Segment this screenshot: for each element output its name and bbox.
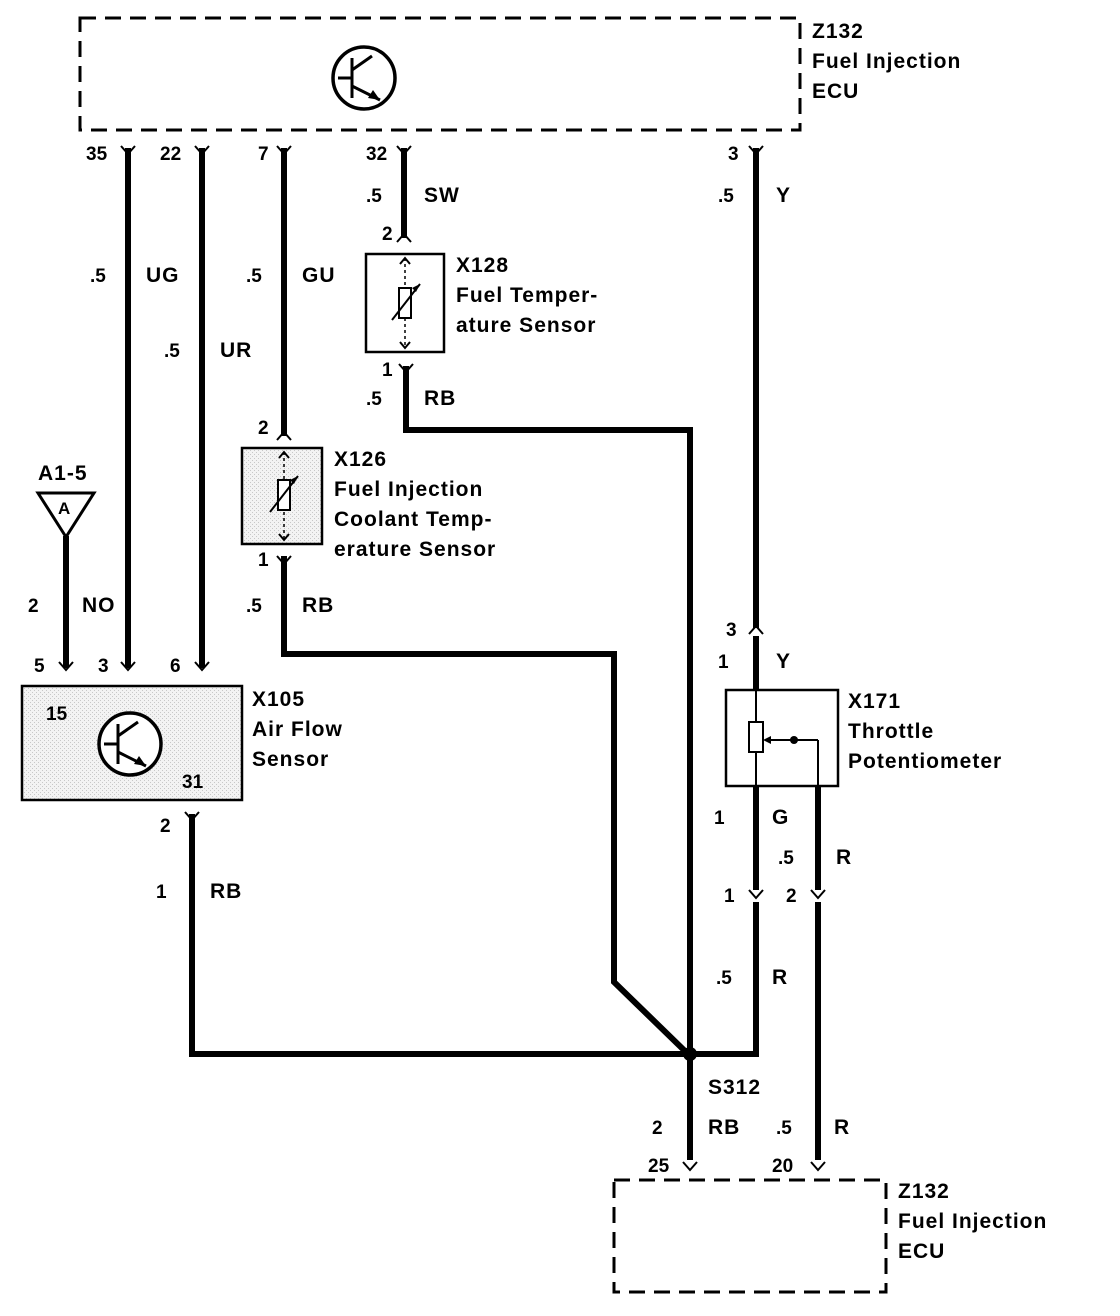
w32-size: .5 <box>366 186 382 207</box>
x171-name-2: Potentiometer <box>848 750 1002 773</box>
transistor-icon <box>97 711 163 777</box>
w3-color: Y <box>776 184 791 207</box>
x126-name-3: erature Sensor <box>334 538 496 561</box>
x171-g-color: G <box>772 806 789 829</box>
x128-gnd-size: .5 <box>366 389 382 410</box>
ecu-top-name-2: ECU <box>812 80 859 103</box>
wire-x171-r <box>810 786 826 1172</box>
w7-color: GU <box>302 264 336 287</box>
wire-35-ug <box>120 145 136 672</box>
pin-ecu-3: 3 <box>728 144 739 165</box>
x128-fuel-temp-sensor <box>364 252 446 354</box>
w35-size: .5 <box>90 266 106 287</box>
pin-x128-1: 1 <box>382 360 393 381</box>
ground-label: A1-5 <box>38 462 88 485</box>
x171-y-color: Y <box>776 650 791 673</box>
x128-name-2: ature Sensor <box>456 314 596 337</box>
x105-name-2: Sensor <box>252 748 329 771</box>
transistor-icon <box>331 45 397 111</box>
x105-air-flow-sensor: 15 31 <box>20 684 244 802</box>
splice-rb-color: RB <box>708 1116 740 1139</box>
pin-x105-6: 6 <box>170 656 181 677</box>
x105-id: X105 <box>252 688 305 711</box>
x128-gnd-color: RB <box>424 387 456 410</box>
x126-name-1: Fuel Injection <box>334 478 483 501</box>
x171-name-1: Throttle <box>848 720 934 743</box>
pin-x126-1: 1 <box>258 550 269 571</box>
pin-ecu-7: 7 <box>258 144 269 165</box>
wire-x128-rb <box>398 363 693 1054</box>
x128-id: X128 <box>456 254 509 277</box>
pin-ecu-22: 22 <box>160 144 181 165</box>
pin-x171-1: 1 <box>718 652 729 673</box>
pin-ecu-25: 25 <box>648 1156 670 1177</box>
ecu20-color: R <box>834 1116 850 1139</box>
w22-size: .5 <box>164 341 180 362</box>
w7-size: .5 <box>246 266 262 287</box>
x126-id: X126 <box>334 448 387 471</box>
thermistor-icon <box>269 450 299 542</box>
x171-r-size: .5 <box>778 848 794 869</box>
x171-connector-3 <box>748 624 764 690</box>
x105-rb-color: RB <box>210 880 242 903</box>
x105-pin-15: 15 <box>46 704 68 725</box>
pin-x126-2: 2 <box>258 418 269 439</box>
wire-x105-rb <box>184 811 759 1057</box>
pin-splice-2: 2 <box>652 1118 663 1139</box>
ecu-top: Z132 Fuel Injection ECU <box>78 16 961 132</box>
pin-x171-conn-1: 1 <box>724 886 735 907</box>
splice-label: S312 <box>708 1076 761 1099</box>
gnd-wire-color: NO <box>82 594 116 617</box>
pin-x105-3: 3 <box>98 656 109 677</box>
pin-x171-conn-2: 2 <box>786 886 797 907</box>
x105-rb-size: 1 <box>156 882 167 903</box>
ecu20-size: .5 <box>776 1118 792 1139</box>
x171-r2-size: .5 <box>716 968 732 989</box>
wire-x126-rb <box>276 555 691 1057</box>
pin-x171-g-1: 1 <box>714 808 725 829</box>
pin-x105-5: 5 <box>34 656 45 677</box>
w35-color: UG <box>146 264 180 287</box>
w32-color: SW <box>424 184 460 207</box>
x128-name-1: Fuel Temper- <box>456 284 598 307</box>
w22-color: UR <box>220 339 252 362</box>
splice-s312 <box>682 1047 698 1172</box>
x171-r2-color: R <box>772 966 788 989</box>
wire-22-ur <box>194 145 210 672</box>
ecu-bottom: Z132 Fuel Injection ECU <box>612 1178 1047 1294</box>
pin-gnd-2: 2 <box>28 596 39 617</box>
pin-ecu-35: 35 <box>86 144 108 165</box>
wire-x171-g <box>748 786 764 900</box>
thermistor-icon <box>391 256 421 350</box>
pin-x171-conn-3: 3 <box>726 620 737 641</box>
pin-x105-2: 2 <box>160 816 171 837</box>
w3-size: .5 <box>718 186 734 207</box>
wire-3-y <box>748 145 764 628</box>
x105-pin-31: 31 <box>182 772 204 793</box>
x126-coolant-temp-sensor <box>240 446 324 546</box>
ecu-bottom-id: Z132 <box>898 1180 950 1203</box>
x171-r-color: R <box>836 846 852 869</box>
ground-letter: A <box>58 499 70 518</box>
ecu-bottom-name-1: Fuel Injection <box>898 1210 1047 1233</box>
x126-name-2: Coolant Temp- <box>334 508 492 531</box>
ecu-top-name-1: Fuel Injection <box>812 50 961 73</box>
x171-id: X171 <box>848 690 901 713</box>
x171-throttle-potentiometer <box>724 688 840 788</box>
wire-7-gu <box>276 145 292 441</box>
x126-gnd-size: .5 <box>246 596 262 617</box>
ecu-top-id: Z132 <box>812 20 864 43</box>
pin-ecu-32: 32 <box>366 144 387 165</box>
pin-x128-2: 2 <box>382 224 393 245</box>
x105-name-1: Air Flow <box>252 718 343 741</box>
wire-32-sw <box>396 145 412 243</box>
ecu-bottom-name-2: ECU <box>898 1240 945 1263</box>
potentiometer-icon <box>748 690 819 786</box>
ground-a1-5: A <box>35 491 97 672</box>
pin-ecu-20: 20 <box>772 1156 793 1177</box>
x126-gnd-color: RB <box>302 594 334 617</box>
